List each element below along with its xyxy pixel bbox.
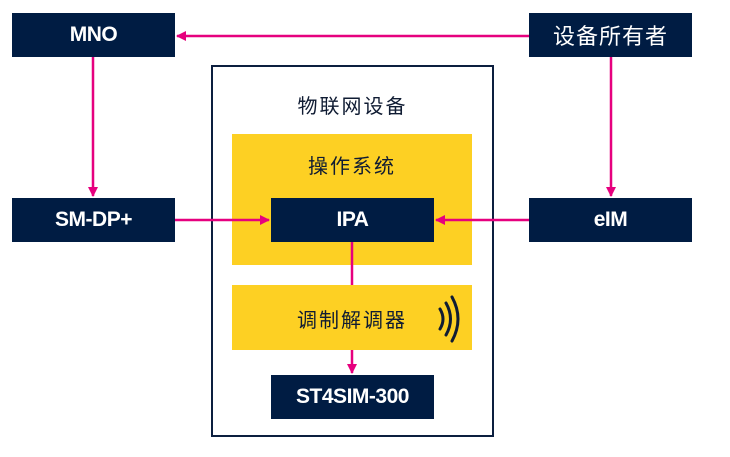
wireless-signal-icon	[438, 295, 460, 343]
iot-device-label: 物联网设备	[297, 94, 408, 118]
signal-arc-1	[438, 307, 445, 331]
sm-dp-plus-node: SM-DP+	[12, 198, 175, 242]
signal-arc-3	[450, 295, 460, 343]
operating-system-label: 操作系统	[308, 154, 396, 178]
signal-arc-2	[444, 301, 452, 337]
modem-block	[232, 285, 472, 350]
mno-node: MNO	[12, 13, 175, 57]
eim-node: eIM	[529, 198, 692, 242]
ipa-node: IPA	[271, 198, 434, 242]
st4sim-node: ST4SIM-300	[271, 375, 434, 419]
modem-label: 调制解调器	[297, 308, 407, 332]
device-owner-node: 设备所有者	[529, 13, 692, 57]
